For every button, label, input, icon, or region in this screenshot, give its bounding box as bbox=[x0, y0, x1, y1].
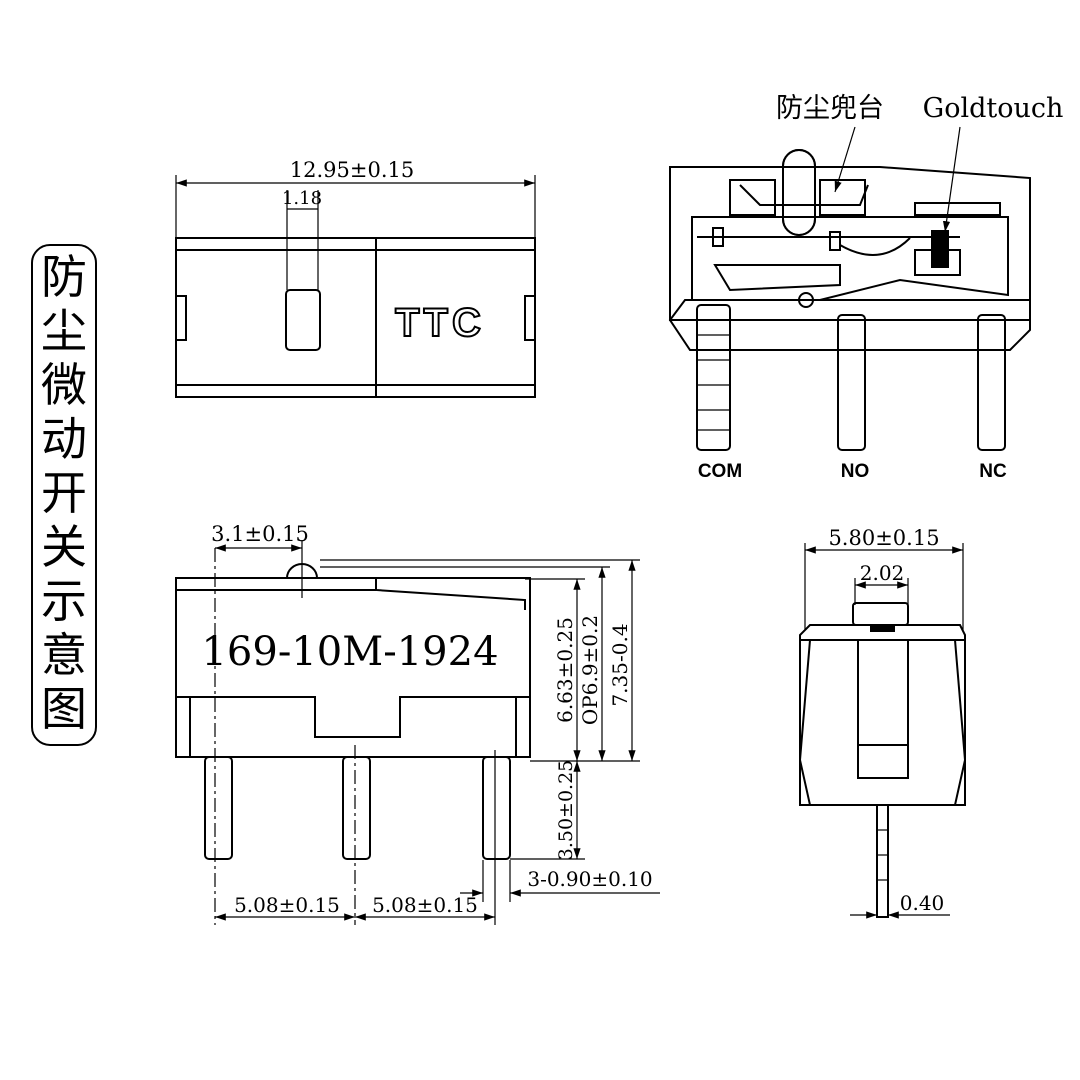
title-char: 示 bbox=[41, 574, 87, 628]
pin-width-dim: 3-0.90±0.10 bbox=[527, 867, 652, 891]
pin-label-com: COM bbox=[698, 461, 742, 482]
side-view: 3.1±0.15 169-10M-1924 6.63±0.25 OP6.9±0.… bbox=[175, 522, 660, 925]
height-dim: 6.63±0.25 bbox=[553, 617, 577, 723]
pin-label-nc: NC bbox=[979, 461, 1007, 482]
pitch-dim-1: 5.08±0.15 bbox=[234, 893, 340, 917]
title-char: 意 bbox=[41, 628, 87, 682]
title-char: 关 bbox=[41, 520, 87, 574]
pin-length-dim: 3.50±0.25 bbox=[555, 760, 577, 861]
title-char: 动 bbox=[41, 412, 87, 466]
title-char: 防 bbox=[41, 250, 87, 304]
total-height-dim: 7.35-0.4 bbox=[608, 623, 632, 706]
dust-cover-callout: 防尘兜台 bbox=[776, 93, 884, 124]
plunger-width-dim: 1.18 bbox=[282, 188, 322, 209]
end-width-dim: 5.80±0.15 bbox=[828, 526, 939, 550]
top-width-dim: 12.95±0.15 bbox=[290, 158, 414, 182]
top-view: 12.95±0.15 1.18 TTC bbox=[175, 158, 536, 398]
op-dim: OP6.9±0.2 bbox=[578, 615, 602, 725]
title-char: 尘 bbox=[41, 304, 87, 358]
part-number: 169-10M-1924 bbox=[201, 629, 498, 675]
plunger-offset-dim: 3.1±0.15 bbox=[211, 522, 309, 546]
ttc-logo: TTC bbox=[395, 301, 485, 345]
title-char: 开 bbox=[41, 466, 87, 520]
pin-thickness-dim: 0.40 bbox=[900, 891, 945, 915]
goldtouch-callout: Goldtouch bbox=[923, 93, 1064, 124]
vertical-title: 防 尘 微 动 开 关 示 意 图 bbox=[31, 244, 97, 746]
pitch-dim-2: 5.08±0.15 bbox=[372, 893, 478, 917]
plunger-width-dim-end: 2.02 bbox=[860, 561, 905, 585]
title-char: 微 bbox=[41, 358, 87, 412]
pin-label-no: NO bbox=[841, 461, 870, 482]
section-view: 防尘兜台 Goldtouch COM NO NC bbox=[668, 93, 1064, 482]
end-view: 5.80±0.15 2.02 0.40 bbox=[798, 526, 967, 919]
title-char: 图 bbox=[41, 682, 87, 736]
